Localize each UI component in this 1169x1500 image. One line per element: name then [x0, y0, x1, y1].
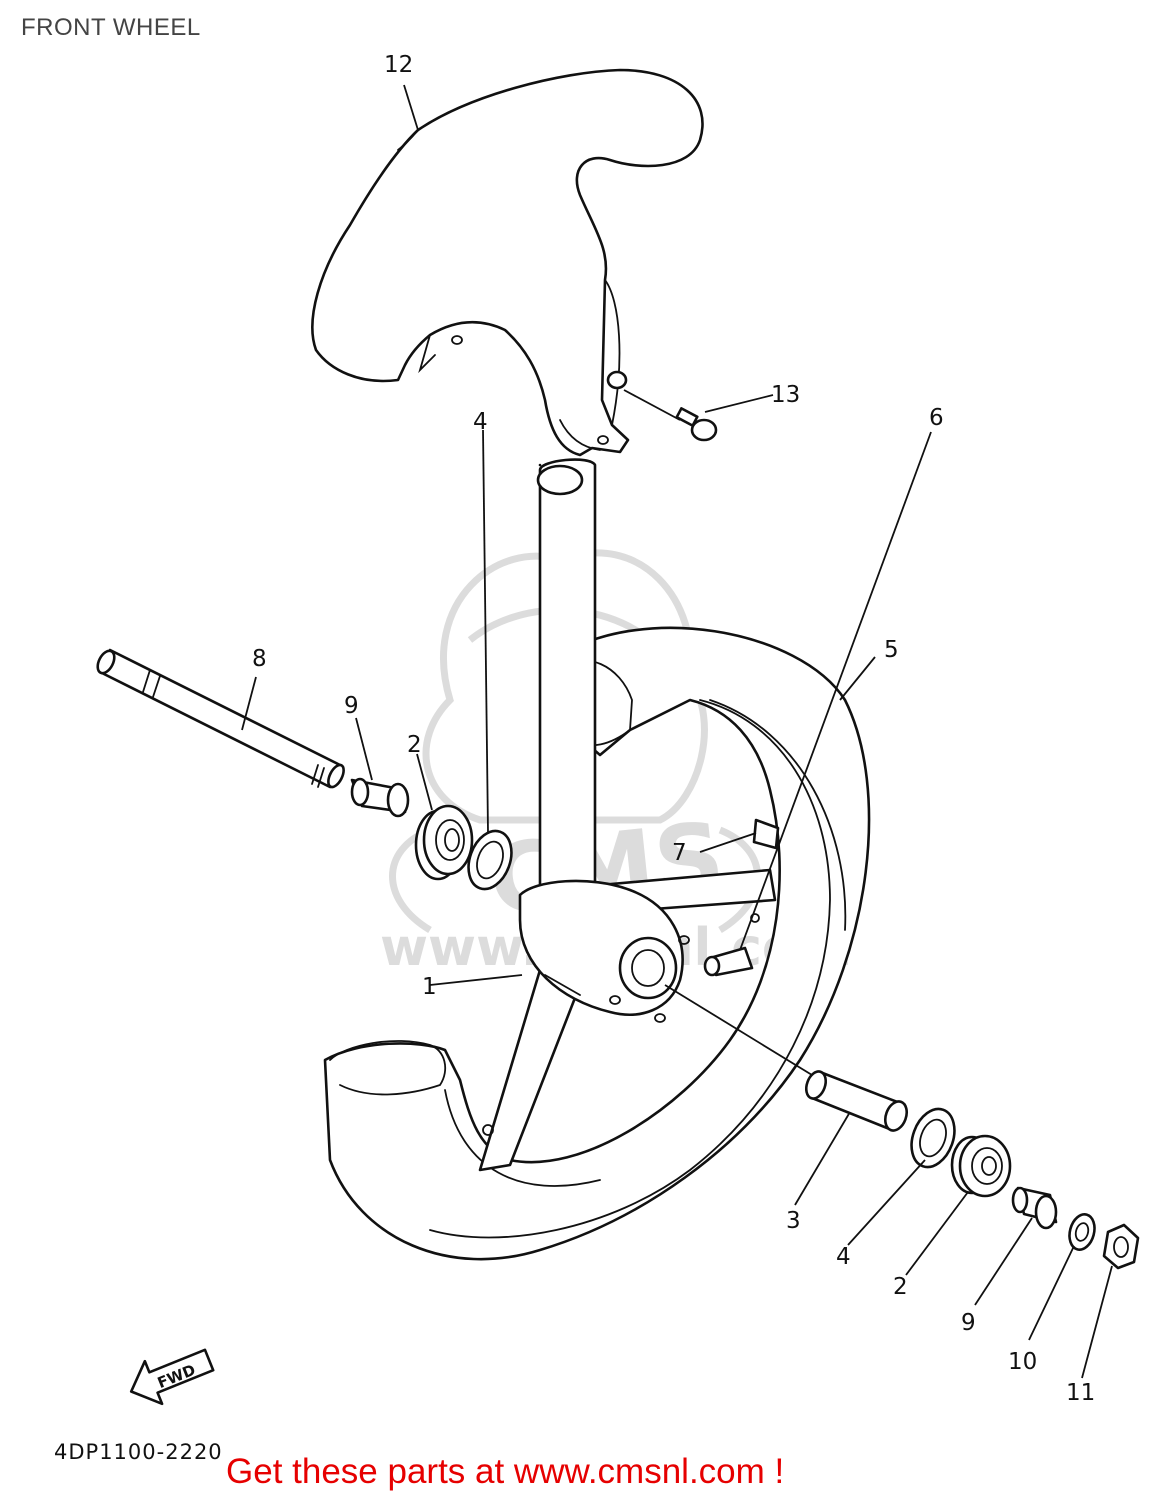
page-title: FRONT WHEEL — [21, 14, 201, 41]
collar-right-part-9 — [1011, 1186, 1058, 1230]
callout-13: 13 — [771, 382, 800, 408]
callout-7: 7 — [672, 840, 687, 866]
collar-left-part-9 — [350, 777, 410, 818]
promo-link-text[interactable]: Get these parts at www.cmsnl.com ! — [226, 1452, 785, 1491]
callout-4-right: 4 — [836, 1244, 851, 1270]
callout-2-right: 2 — [893, 1274, 908, 1300]
callout-3: 3 — [786, 1208, 801, 1234]
callout-5: 5 — [884, 637, 899, 663]
axle-nut-part-11 — [1102, 1223, 1140, 1270]
oil-seal-left-part-4 — [467, 829, 513, 891]
callout-12: 12 — [384, 52, 413, 78]
leader-lines — [241, 84, 1113, 1379]
spacer-part-3 — [804, 1070, 909, 1132]
fender-bolt-part-13 — [623, 389, 718, 442]
callout-9-left: 9 — [344, 693, 359, 719]
callout-9-right: 9 — [961, 1310, 976, 1336]
callout-6: 6 — [929, 405, 944, 431]
tire-valve-part-6 — [703, 946, 754, 977]
washer-part-10 — [1068, 1213, 1096, 1251]
wheel-hub-part-1 — [478, 458, 777, 1172]
bearing-right-part-2 — [950, 1134, 1012, 1198]
callout-11: 11 — [1066, 1380, 1095, 1406]
diagram-part-code: 4DP1100-2220 — [54, 1440, 223, 1464]
callout-numbers: 12 13 8 9 2 4 5 6 7 1 3 4 2 9 10 11 — [252, 52, 1095, 1406]
callout-2-left: 2 — [407, 732, 422, 758]
front-fender-part-12 — [311, 68, 704, 457]
forward-direction-arrow: FWD — [129, 1348, 215, 1406]
callout-10: 10 — [1008, 1349, 1037, 1375]
oil-seal-right-part-4 — [910, 1107, 956, 1169]
balance-weight-part-7 — [752, 818, 780, 850]
callout-8: 8 — [252, 646, 267, 672]
callout-4-left: 4 — [473, 409, 488, 435]
bearing-left-part-2 — [414, 804, 474, 881]
axle-part-8 — [96, 648, 345, 789]
callout-1: 1 — [422, 974, 437, 1000]
